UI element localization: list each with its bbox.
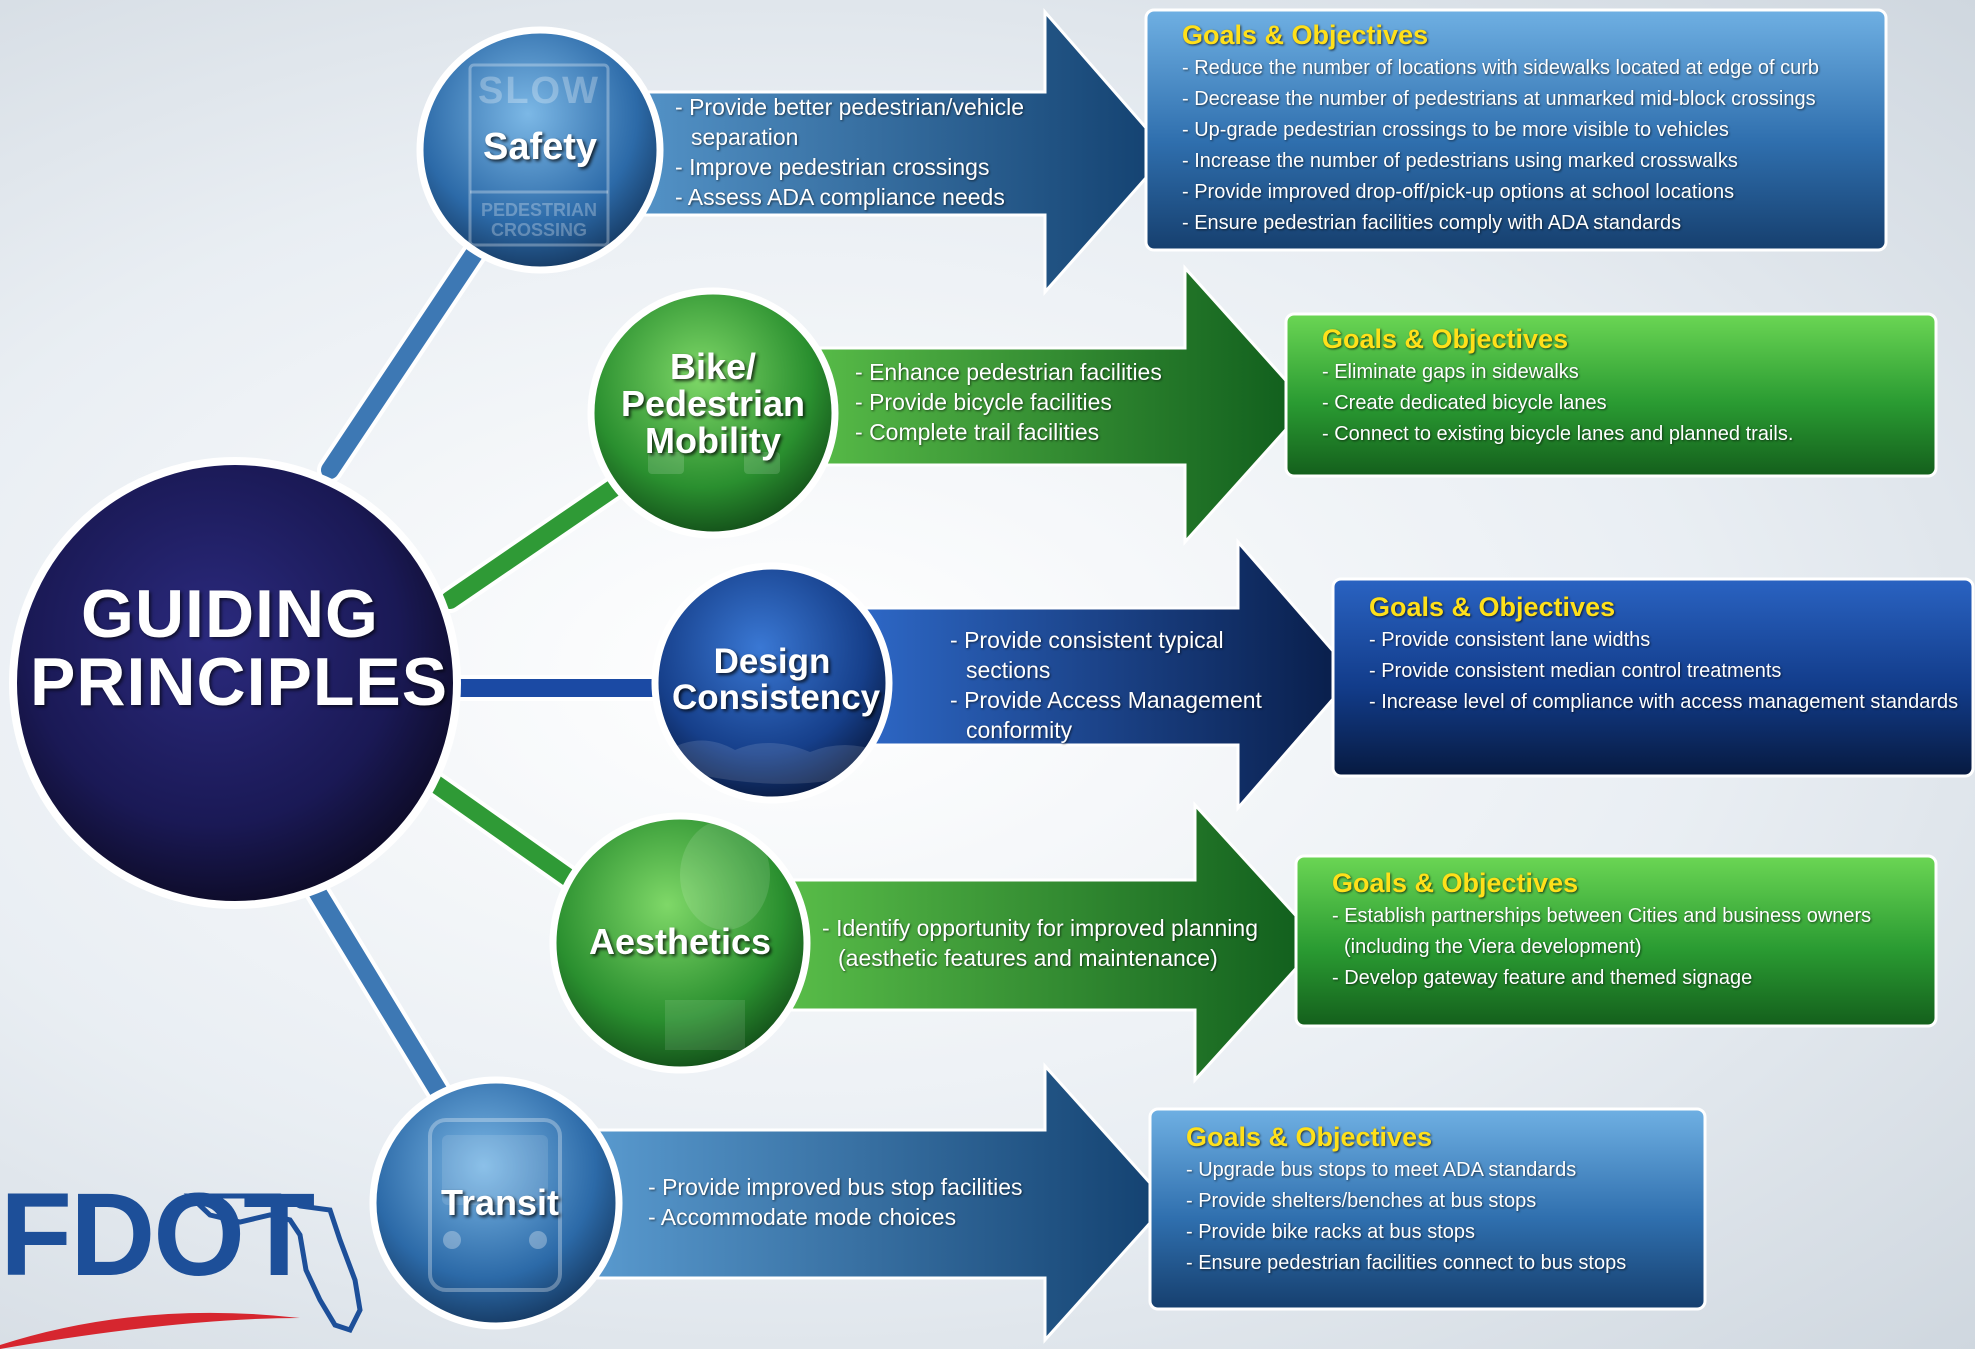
list-item: Ensure pedestrian facilities connect to … bbox=[1186, 1248, 1696, 1279]
goals-transit: Goals & Objectives Upgrade bus stops to … bbox=[1186, 1122, 1696, 1279]
list-item: Accommodate mode choices bbox=[648, 1202, 1068, 1232]
arrow-bullets-transit: Provide improved bus stop facilities Acc… bbox=[648, 1172, 1068, 1232]
arrow-bullets-aesthetics: Identify opportunity for improved planni… bbox=[822, 913, 1282, 973]
goals-aesthetics: Goals & Objectives Establish partnership… bbox=[1332, 868, 1922, 994]
goals-bike: Goals & Objectives Eliminate gaps in sid… bbox=[1322, 324, 1922, 450]
fdot-logo bbox=[0, 1193, 363, 1349]
circle-safety bbox=[416, 26, 664, 274]
list-item: Ensure pedestrian facilities comply with… bbox=[1182, 208, 1882, 239]
sign-crossing-text: PEDESTRIAN CROSSING bbox=[480, 200, 597, 240]
list-item: Provide consistent typical sections bbox=[950, 625, 1280, 685]
list-item: Provide Access Management conformity bbox=[950, 685, 1280, 745]
list-item: Develop gateway feature and themed signa… bbox=[1332, 963, 1922, 994]
goals-design: Goals & Objectives Provide consistent la… bbox=[1369, 592, 1959, 718]
arrow-bullets-safety: Provide better pedestrian/vehicle separa… bbox=[675, 92, 1055, 212]
goals-list: Reduce the number of locations with side… bbox=[1182, 53, 1882, 239]
list-item: Upgrade bus stops to meet ADA standards bbox=[1186, 1155, 1696, 1186]
bus-icon bbox=[428, 1118, 562, 1292]
goals-safety: Goals & Objectives Reduce the number of … bbox=[1182, 20, 1882, 239]
list-item: Up-grade pedestrian crossings to be more… bbox=[1182, 115, 1882, 146]
center-title: GUIDING PRINCIPLES bbox=[30, 576, 449, 720]
sign-slow-text: SLOW bbox=[478, 70, 600, 112]
list-item: Provide bike racks at bus stops bbox=[1186, 1217, 1696, 1248]
list-item: Improve pedestrian crossings bbox=[675, 152, 1055, 182]
node-title-safety: Safety bbox=[482, 126, 598, 168]
goals-list: Upgrade bus stops to meet ADA standards … bbox=[1186, 1155, 1696, 1279]
circle-aesthetics bbox=[549, 812, 811, 1074]
goals-heading: Goals & Objectives bbox=[1186, 1122, 1433, 1152]
list-item: Establish partnerships between Cities an… bbox=[1332, 901, 1922, 963]
list-item: Reduce the number of locations with side… bbox=[1182, 53, 1882, 84]
list-item: Decrease the number of pedestrians at un… bbox=[1182, 84, 1882, 115]
goals-heading: Goals & Objectives bbox=[1332, 868, 1579, 898]
list-item: Increase the number of pedestrians using… bbox=[1182, 146, 1882, 177]
node-title-aesthetics: Aesthetics bbox=[588, 921, 772, 962]
arrow-bullets-bike: Enhance pedestrian facilities Provide bi… bbox=[855, 357, 1195, 447]
list-item: Create dedicated bicycle lanes bbox=[1322, 388, 1922, 419]
list-item: Increase level of compliance with access… bbox=[1369, 687, 1959, 718]
list-item: Provide bicycle facilities bbox=[855, 387, 1195, 417]
goals-heading: Goals & Objectives bbox=[1322, 324, 1569, 354]
node-title-bike: Bike/ Pedestrian Mobility bbox=[620, 346, 806, 462]
list-item: Complete trail facilities bbox=[855, 417, 1195, 447]
list-item: Enhance pedestrian facilities bbox=[855, 357, 1195, 387]
list-item: Identify opportunity for improved planni… bbox=[822, 913, 1282, 973]
list-item: Connect to existing bicycle lanes and pl… bbox=[1322, 419, 1922, 450]
goals-heading: Goals & Objectives bbox=[1182, 20, 1429, 50]
circle-bike bbox=[587, 287, 839, 539]
goals-list: Eliminate gaps in sidewalks Create dedic… bbox=[1322, 357, 1922, 450]
center-circle bbox=[9, 457, 461, 909]
list-item: Provide consistent median control treatm… bbox=[1369, 656, 1959, 687]
list-item: Assess ADA compliance needs bbox=[675, 182, 1055, 212]
list-item: Provide improved bus stop facilities bbox=[648, 1172, 1068, 1202]
list-item: Provide shelters/benches at bus stops bbox=[1186, 1186, 1696, 1217]
arrow-bullets-design: Provide consistent typical sections Prov… bbox=[950, 625, 1280, 745]
list-item: Provide consistent lane widths bbox=[1369, 625, 1959, 656]
pedestrian-sign-graphic bbox=[468, 63, 610, 247]
list-item: Provide better pedestrian/vehicle separa… bbox=[675, 92, 1055, 152]
fdot-logo-text: FDOT bbox=[0, 1169, 315, 1301]
node-title-transit: Transit bbox=[440, 1182, 560, 1223]
list-item: Eliminate gaps in sidewalks bbox=[1322, 357, 1922, 388]
circle-transit bbox=[369, 1076, 623, 1330]
goals-list: Provide consistent lane widths Provide c… bbox=[1369, 625, 1959, 718]
circle-design bbox=[651, 562, 893, 804]
goals-list: Establish partnerships between Cities an… bbox=[1332, 901, 1922, 994]
node-title-design: Design Consistency bbox=[672, 642, 881, 718]
goals-heading: Goals & Objectives bbox=[1369, 592, 1616, 622]
list-item: Provide improved drop-off/pick-up option… bbox=[1182, 177, 1882, 208]
